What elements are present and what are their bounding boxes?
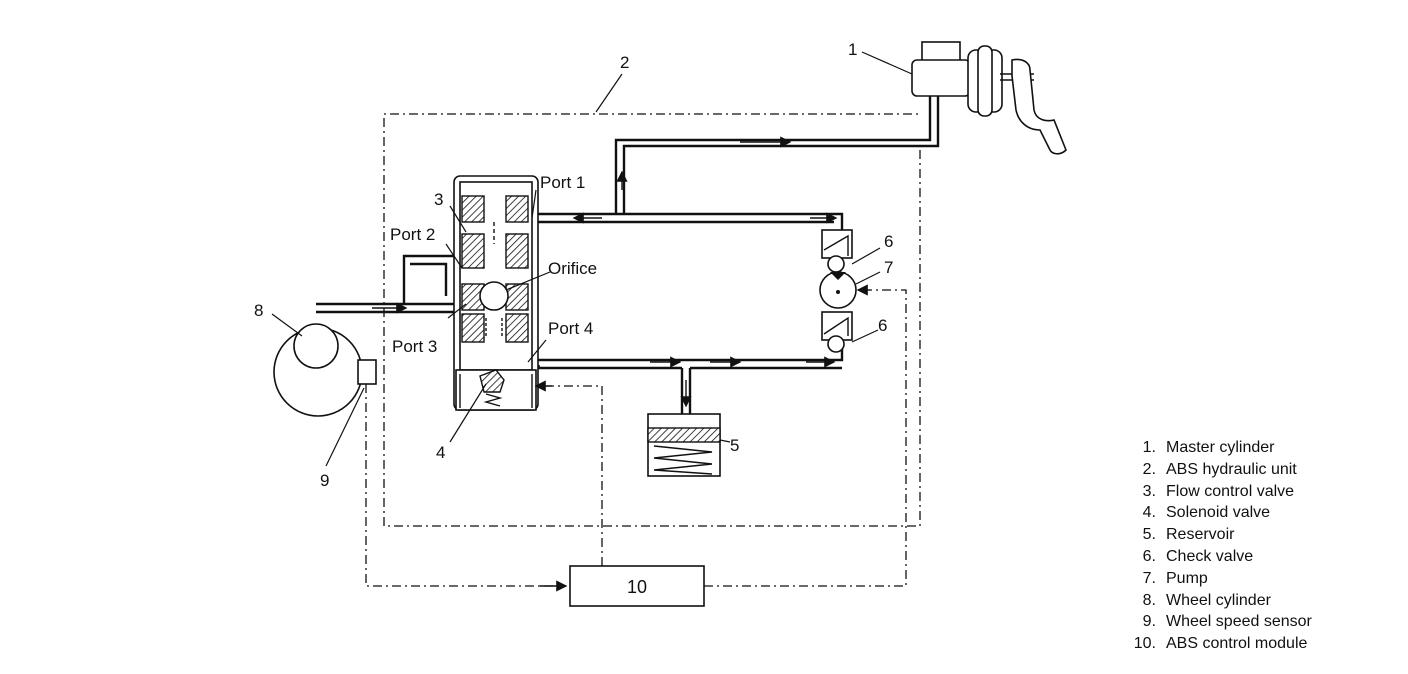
check-valve-lower <box>821 311 853 353</box>
sensor-signal-line <box>365 384 562 587</box>
legend-item: 6. Check valve <box>1128 546 1398 568</box>
callout-2: 2 <box>620 53 629 72</box>
legend-item: 7. Pump <box>1128 568 1398 590</box>
legend-number: 8. <box>1142 591 1156 609</box>
legend-label: Wheel speed sensor <box>1166 613 1312 631</box>
callout-5: 5 <box>730 436 739 455</box>
legend-number: 2. <box>1142 460 1156 478</box>
legend-item: 5. Reservoir <box>1128 524 1398 546</box>
legend-number: 10. <box>1133 635 1156 653</box>
legend-item: 8. Wheel cylinder <box>1128 590 1398 612</box>
legend-number: 6. <box>1142 547 1156 565</box>
legend-label: Check valve <box>1166 547 1254 565</box>
legend-label: ABS control module <box>1166 635 1308 653</box>
reservoir <box>647 413 721 477</box>
wheel-cylinder <box>273 323 377 417</box>
callout-9: 9 <box>320 471 329 490</box>
callout-4: 4 <box>436 443 445 462</box>
legend-number: 9. <box>1142 613 1156 631</box>
legend-item: 10. ABS control module <box>1128 633 1398 655</box>
solenoid-valve <box>455 369 537 411</box>
port-2-label: Port 2 <box>390 225 435 244</box>
component-legend: 1. Master cylinder 2. ABS hydraulic unit 3… <box>1128 437 1398 655</box>
flow-control-valve <box>453 175 539 411</box>
legend-item: 4. Solenoid valve <box>1128 502 1398 524</box>
legend-label: Reservoir <box>1166 526 1235 544</box>
callout-1: 1 <box>848 40 857 59</box>
legend-label: Solenoid valve <box>1166 504 1271 522</box>
legend-number: 3. <box>1142 482 1156 500</box>
legend-label: ABS hydraulic unit <box>1166 460 1297 478</box>
legend-item: 2. ABS hydraulic unit <box>1128 459 1398 481</box>
legend-number: 4. <box>1142 504 1156 522</box>
callout-6-upper: 6 <box>884 232 893 251</box>
legend-item: 9. Wheel speed sensor <box>1128 611 1398 633</box>
wheel-line <box>402 254 454 306</box>
legend-item: 3. Flow control valve <box>1128 481 1398 503</box>
check-valve-upper <box>821 229 853 273</box>
callout-7: 7 <box>884 258 893 277</box>
callout-3: 3 <box>434 190 443 209</box>
port-1-label: Port 1 <box>540 173 585 192</box>
legend-item: 1. Master cylinder <box>1128 437 1398 459</box>
callout-10: 10 <box>627 577 647 597</box>
hydraulic-unit-boundary <box>383 113 921 527</box>
pump-signal-line <box>704 289 907 587</box>
legend-number: 7. <box>1142 569 1156 587</box>
legend-number: 5. <box>1142 526 1156 544</box>
callout-6-lower: 6 <box>878 316 887 335</box>
legend-label: Pump <box>1166 569 1208 587</box>
abs-control-module: 10 <box>569 565 705 607</box>
legend-label: Flow control valve <box>1166 482 1295 500</box>
port-3-label: Port 3 <box>392 337 437 356</box>
port-4-label: Port 4 <box>548 319 593 338</box>
legend-number: 1. <box>1142 439 1156 456</box>
callout-8: 8 <box>254 301 263 320</box>
orifice-label: Orifice <box>548 259 597 278</box>
legend-label: Master cylinder <box>1166 439 1275 456</box>
solenoid-signal-line <box>546 385 603 566</box>
pump <box>819 271 870 309</box>
master-cylinder <box>911 41 1067 155</box>
legend-label: Wheel cylinder <box>1166 591 1271 609</box>
